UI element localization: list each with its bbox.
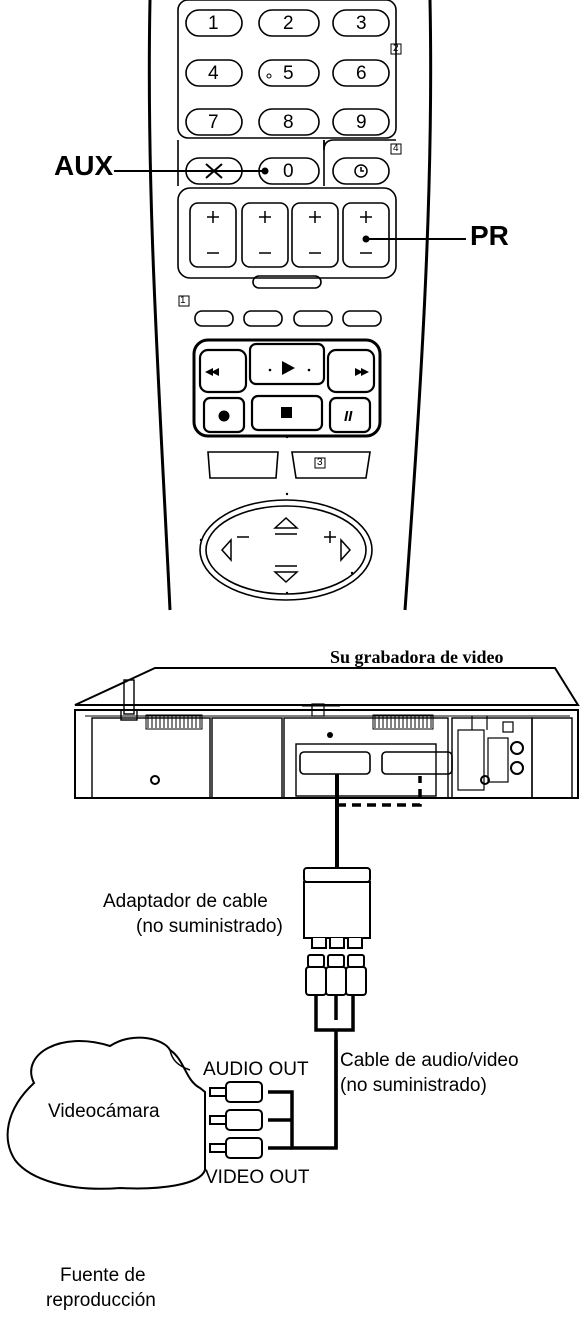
pr-tab: [252, 275, 322, 289]
color-key-4[interactable]: [342, 310, 382, 327]
record-button[interactable]: [202, 396, 246, 434]
color-key-2[interactable]: [243, 310, 283, 327]
key-5[interactable]: [258, 59, 320, 87]
timer-key[interactable]: [332, 157, 390, 185]
clock-icon: [354, 164, 368, 178]
fast-forward-icon: [361, 368, 369, 376]
key-2-label: 2: [283, 13, 294, 34]
remote-control: [147, 0, 433, 611]
key-4[interactable]: [185, 59, 243, 87]
up-arrow-icon: [273, 516, 299, 535]
stop-button[interactable]: [250, 394, 324, 432]
left-arrow-icon: [220, 538, 232, 562]
play-button[interactable]: [248, 342, 326, 386]
key-2[interactable]: [258, 9, 320, 37]
scart-connector-2: [381, 751, 453, 775]
rca-plug-1: [305, 966, 327, 996]
key-8-label: 8: [283, 112, 294, 133]
record-icon: [218, 410, 230, 422]
pr-key-3[interactable]: [291, 202, 339, 268]
pr-key-2[interactable]: [241, 202, 289, 268]
adapter-label-line1: Adaptador de cable: [103, 891, 268, 912]
key-0-label: 0: [283, 161, 294, 182]
key-4-label: 4: [208, 63, 219, 84]
section-mark-1: 1: [180, 295, 186, 306]
alt-scart-cable-dashed: [337, 776, 422, 807]
vcr: [74, 667, 580, 799]
section-mark-2: 2: [393, 43, 399, 54]
rewind-icon: [211, 368, 219, 376]
lower-key-right[interactable]: [291, 451, 371, 479]
key-7-label: 7: [208, 112, 219, 133]
key-6-label: 6: [356, 63, 367, 84]
key-1-label: 1: [208, 13, 219, 34]
play-icon: [282, 361, 295, 375]
audio-out-label: AUDIO OUT: [203, 1059, 309, 1080]
key-3[interactable]: [332, 9, 390, 37]
pr-label: PR: [470, 220, 509, 251]
camcorder-label: Videocámara: [48, 1101, 160, 1122]
av-cable-label-line1: Cable de audio/video: [340, 1050, 519, 1071]
rca-plug-2: [325, 966, 347, 996]
aux-label: AUX: [54, 150, 114, 181]
key-6[interactable]: [332, 59, 390, 87]
key-9-label: 9: [356, 112, 367, 133]
key-5-label: 5: [283, 63, 294, 84]
right-arrow-icon: [340, 538, 352, 562]
color-key-1[interactable]: [194, 310, 234, 327]
key-1[interactable]: [185, 9, 243, 37]
fast-forward-button[interactable]: [326, 348, 376, 394]
section-mark-4: 4: [393, 143, 399, 154]
scart-connector-1: [299, 751, 371, 775]
source-label-line2: reproducción: [46, 1290, 156, 1311]
direction-pad[interactable]: [199, 499, 373, 601]
vcr-caption: Su grabadora de video: [330, 647, 504, 667]
adapter-label-line2: (no suministrado): [136, 916, 283, 937]
rca-plug-3: [345, 966, 367, 996]
cable-adapter: [303, 867, 371, 883]
audio-plug-2: [225, 1109, 263, 1131]
source-label-line1: Fuente de: [60, 1265, 146, 1286]
pause-icon: II: [344, 408, 353, 425]
section-mark-3: 3: [317, 457, 323, 468]
av-cable-label-line2: (no suministrado): [340, 1075, 487, 1096]
pause-button[interactable]: [328, 396, 372, 434]
av-cable: [300, 995, 355, 1150]
camcorder-outline: [6, 1036, 206, 1190]
number-pad-panel: [177, 0, 397, 139]
audio-plug-1: [225, 1081, 263, 1103]
key-7[interactable]: [185, 108, 243, 136]
video-out-label: VIDEO OUT: [205, 1167, 310, 1188]
pr-key-4[interactable]: [342, 202, 390, 268]
pr-panel: [177, 187, 397, 279]
video-plug: [225, 1137, 263, 1159]
lower-key-left[interactable]: [207, 451, 279, 479]
key-9[interactable]: [332, 108, 390, 136]
down-arrow-icon: [273, 565, 299, 584]
pr-key-1[interactable]: [189, 202, 237, 268]
key-3-label: 3: [356, 13, 367, 34]
stop-icon: [281, 407, 292, 418]
rewind-button[interactable]: [198, 348, 248, 394]
key-8[interactable]: [258, 108, 320, 136]
color-key-3[interactable]: [293, 310, 333, 327]
